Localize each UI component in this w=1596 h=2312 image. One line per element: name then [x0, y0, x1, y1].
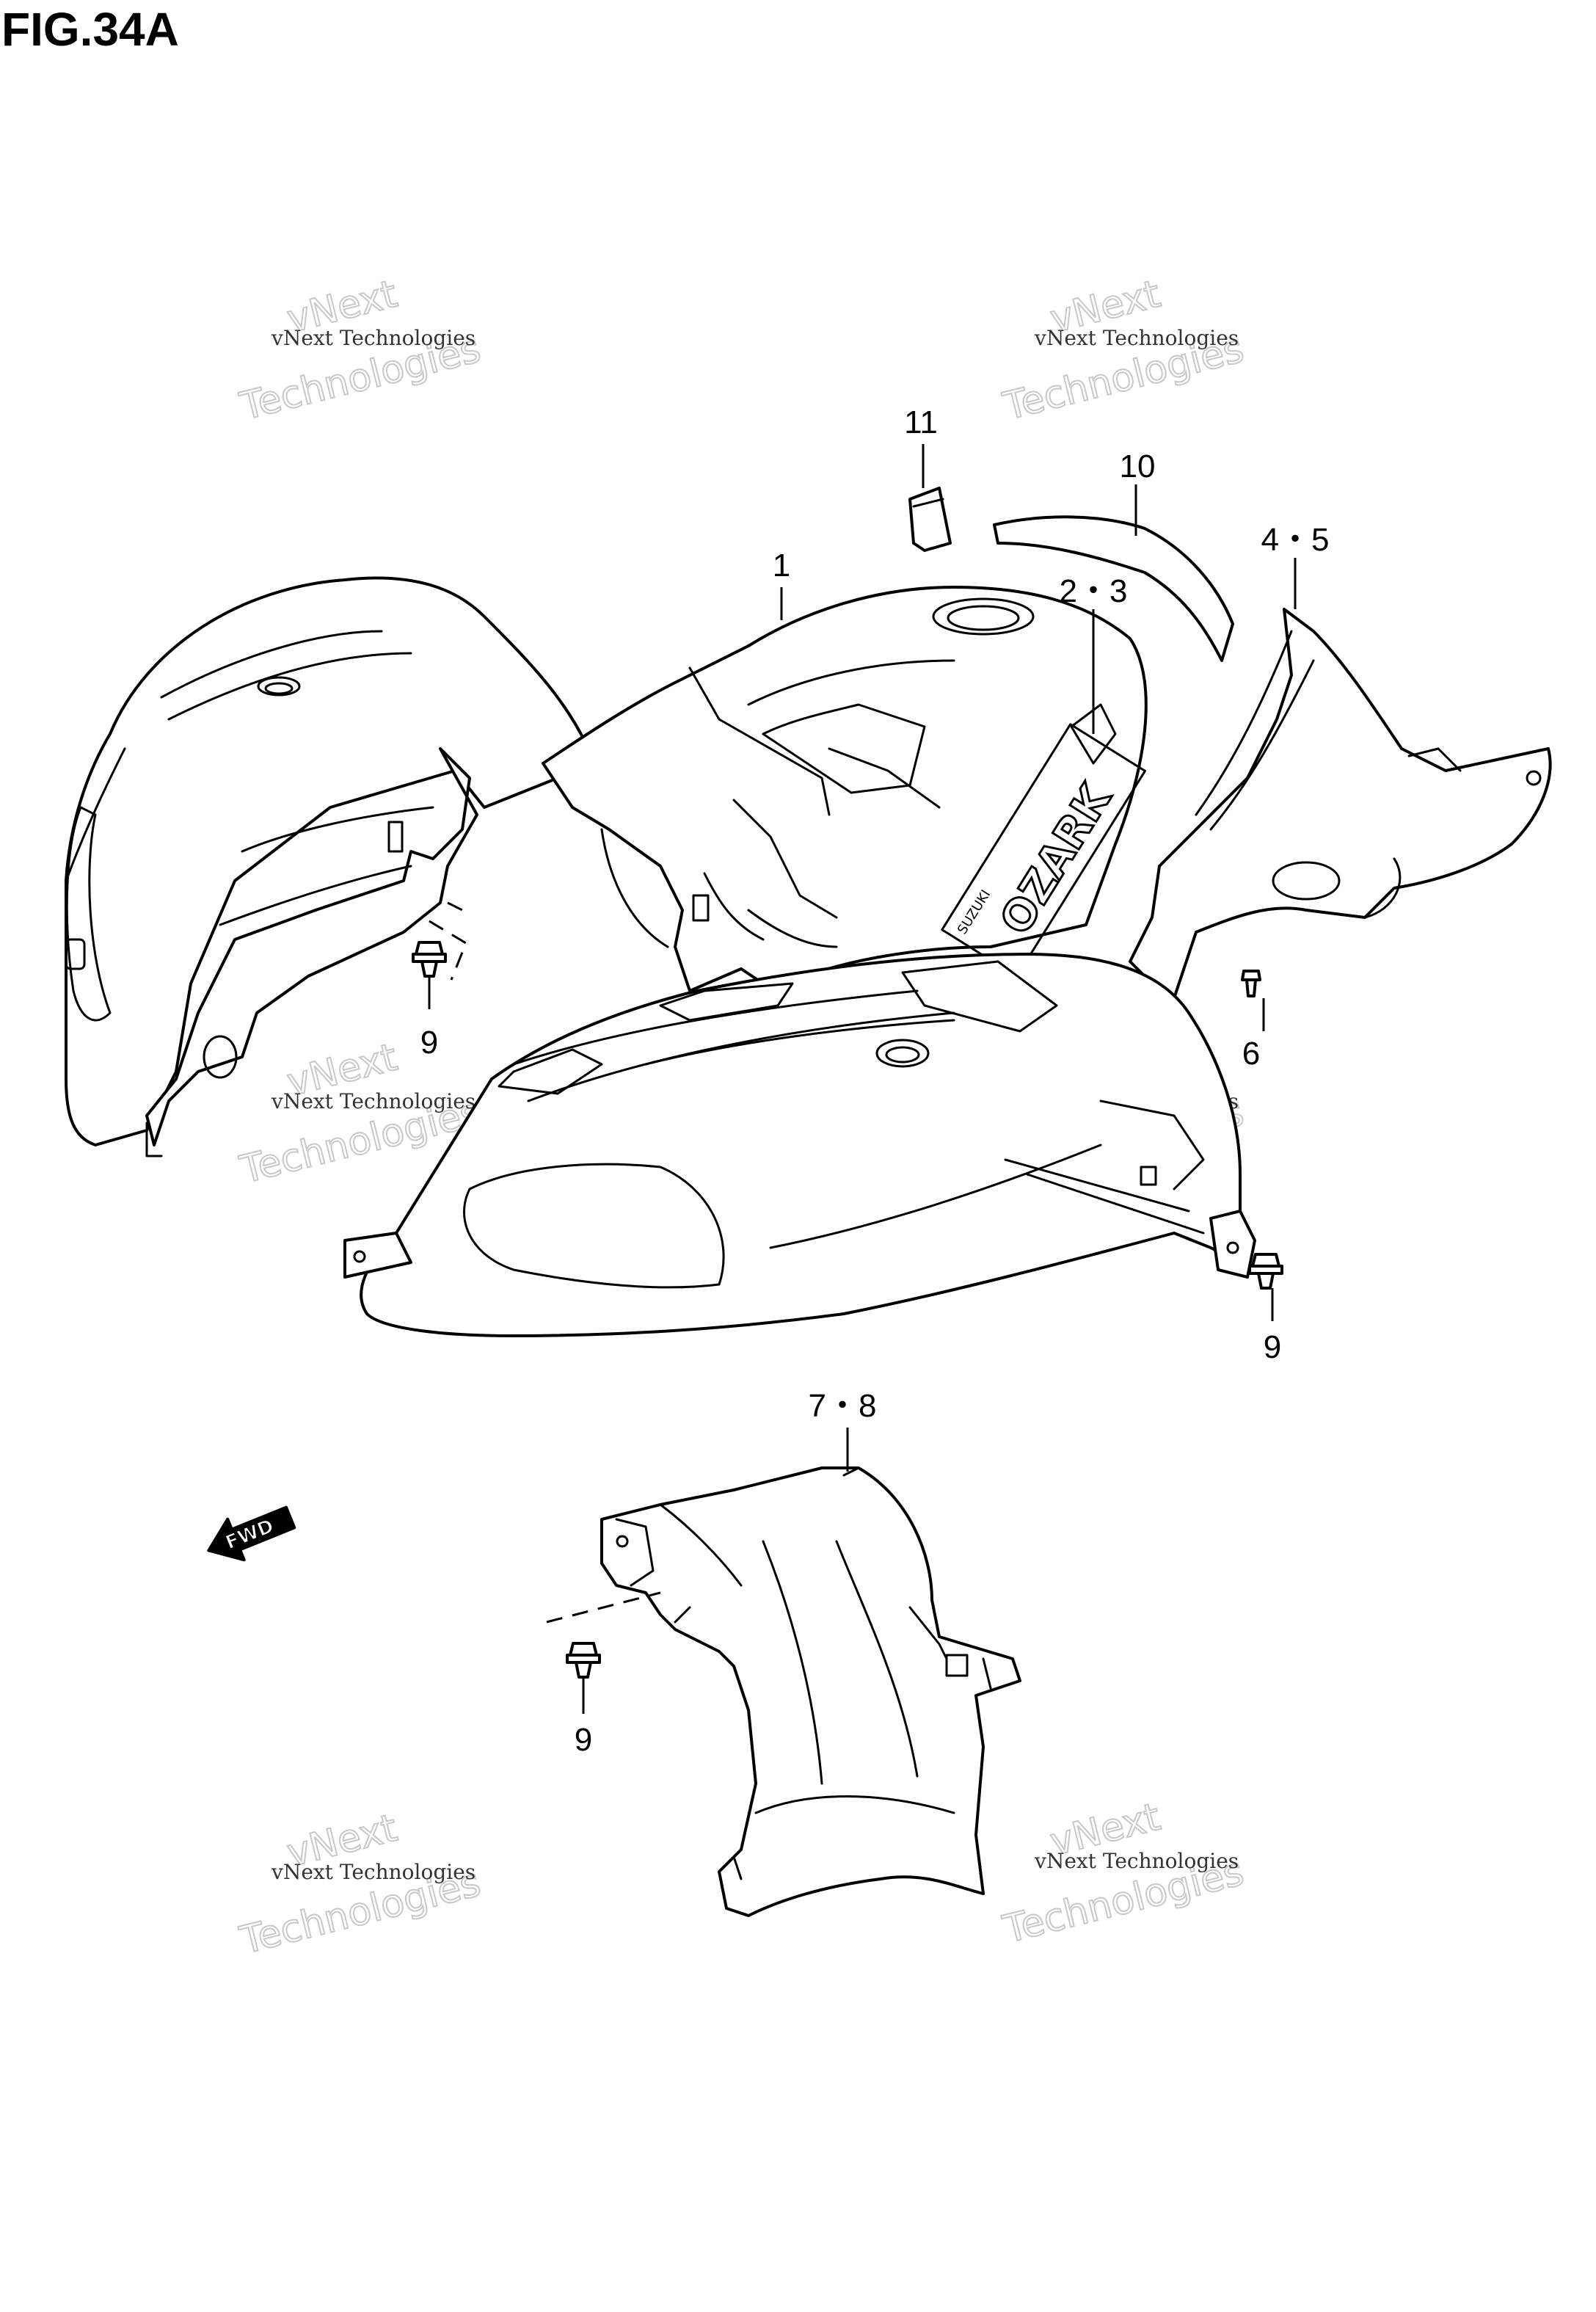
watermark-mid-left: vNext Technologies vNext Technologies — [235, 1035, 486, 1193]
watermark-bottom-right: vNext Technologies vNext Technologies — [998, 1795, 1249, 1953]
watermark-top-right: vNext Technologies vNext Technologies — [998, 272, 1249, 430]
mud-guard-part — [600, 1466, 1021, 1917]
part-11-cap — [908, 487, 952, 552]
clip-9-lower — [566, 1642, 601, 1679]
callout-9-upper: 9 — [420, 1025, 438, 1061]
clip-9-upper-left — [412, 941, 447, 978]
callout-4-5: 4・5 — [1261, 522, 1330, 558]
callout-9-right: 9 — [1264, 1329, 1281, 1365]
svg-text:vNext Technologies: vNext Technologies — [1034, 326, 1239, 350]
clip-9-right — [1248, 1253, 1283, 1290]
part-10-trim-strip — [993, 515, 1234, 662]
clip-6 — [1241, 970, 1261, 997]
watermark-top-left: vNext Technologies vNext Technologies — [235, 272, 486, 430]
callout-10: 10 — [1120, 448, 1156, 484]
fwd-arrow-icon: FWD — [207, 1505, 296, 1562]
svg-text:vNext Technologies: vNext Technologies — [1034, 1849, 1239, 1873]
front-fender-part — [65, 576, 596, 1157]
center-body-part: SUZUKI OZARK — [542, 586, 1148, 992]
callout-7-8: 7・8 — [809, 1388, 877, 1424]
callout-11: 11 — [904, 404, 938, 440]
svg-text:vNext Technologies: vNext Technologies — [271, 1089, 475, 1113]
svg-text:vNext Technologies: vNext Technologies — [271, 326, 475, 350]
watermark-bottom-left: vNext Technologies vNext Technologies — [235, 1806, 486, 1964]
right-side-panel-part — [1129, 608, 1552, 1000]
callout-9-lower: 9 — [575, 1722, 592, 1758]
callout-1: 1 — [773, 548, 790, 584]
rear-fender-part — [343, 953, 1256, 1337]
leader-lines — [428, 444, 1297, 1714]
callout-6: 6 — [1242, 1036, 1260, 1072]
callout-2-3: 2・3 — [1060, 573, 1128, 609]
figure-title: FIG.34A — [1, 3, 179, 56]
svg-text:vNext Technologies: vNext Technologies — [271, 1860, 475, 1884]
